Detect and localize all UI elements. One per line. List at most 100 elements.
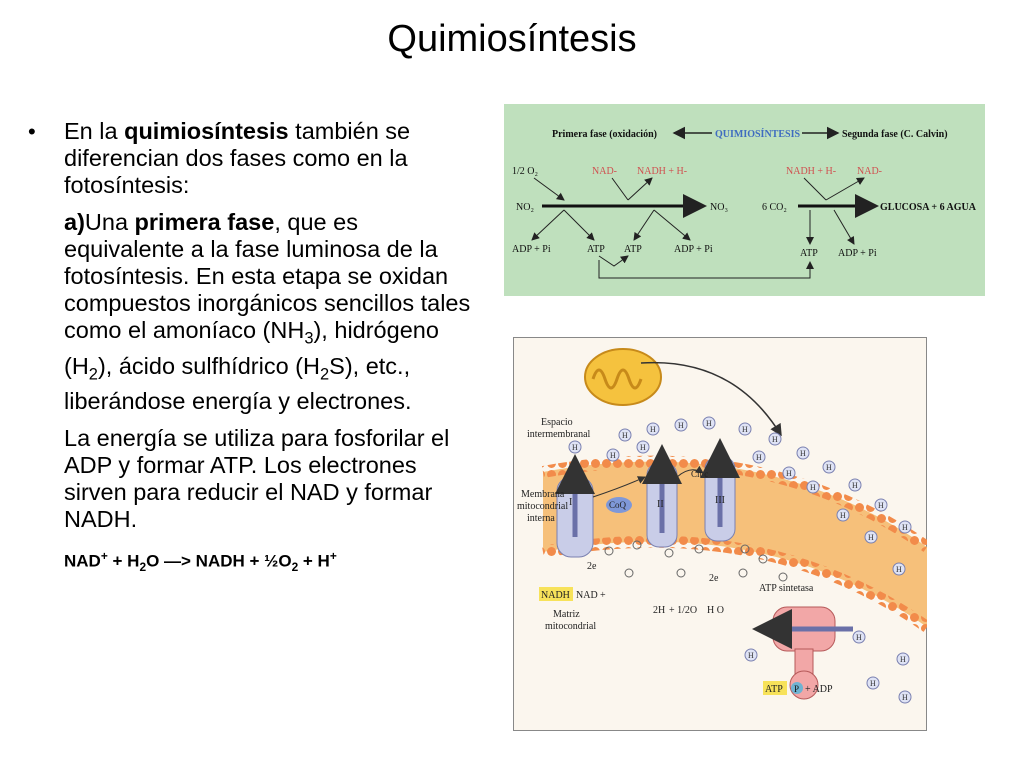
proton-icon <box>752 450 766 464</box>
label-complex-3: III <box>715 495 725 506</box>
superscript: + <box>100 549 108 564</box>
charge-group <box>604 540 788 582</box>
minus-charge-icon <box>632 540 642 550</box>
proton-icon <box>606 448 620 462</box>
proton-label: H <box>868 533 874 542</box>
label-mitocondrial: mitocondrial <box>517 501 568 512</box>
proton-icon <box>864 530 878 544</box>
label-quimiosintesis: QUIMIOSÍNTESIS <box>715 128 800 140</box>
subscript: 2 <box>319 365 330 384</box>
label-matriz-mitocondrial: mitocondrial <box>545 621 596 632</box>
proton-icon <box>896 652 910 666</box>
arrow <box>825 177 865 201</box>
label-co2: 6 CO₂ <box>762 202 787 213</box>
membrane-head-row-top <box>541 455 927 552</box>
arrow <box>833 209 855 245</box>
zoom-arrow <box>640 361 782 437</box>
text-run: + H <box>107 552 140 572</box>
proton-label: H <box>902 523 908 532</box>
proton-label: H <box>742 425 748 434</box>
label-nad-plus: + <box>600 590 606 601</box>
label-interna: interna <box>527 513 555 524</box>
minus-charge-icon <box>694 544 704 554</box>
text-run: + H <box>298 552 330 572</box>
subscript: 2 <box>88 365 98 384</box>
label-half-o: + 1/2O <box>669 605 697 616</box>
cristae-icon <box>591 368 643 390</box>
proton-label: H <box>878 501 884 510</box>
text-run: también se diferencian dos fases como en… <box>64 118 411 198</box>
proton-label: H <box>756 453 762 462</box>
paragraph-3: La energía se utiliza para fosforilar el… <box>64 425 450 533</box>
label-intermembranal: intermembranal <box>527 429 591 440</box>
proton-label: H <box>840 511 846 520</box>
arrow <box>563 209 595 241</box>
subscript: 3 <box>304 329 314 348</box>
label-adp-1: ADP + Pi <box>512 244 551 255</box>
scheme-background <box>504 104 985 296</box>
label-coq: CoQ <box>609 500 627 510</box>
arrow <box>598 255 629 267</box>
proton-label: H <box>572 443 578 452</box>
proton-label: H <box>640 443 646 452</box>
label-membrana: Membrana <box>521 489 565 500</box>
label-2e-2: 2e <box>709 573 719 584</box>
proton-label: H <box>852 481 858 490</box>
proton-label: H <box>800 449 806 458</box>
text-run: , que es equivalente a la fase luminosa … <box>64 209 471 343</box>
phosphate-icon <box>791 682 803 694</box>
label-atp-2: ATP <box>624 244 642 255</box>
proton-label: H <box>870 679 876 688</box>
arrow <box>611 177 629 201</box>
minus-charge-icon <box>664 548 674 558</box>
label-nadh-1: NADH + H- <box>637 166 687 177</box>
text-run: En la <box>64 118 125 144</box>
proton-icon <box>618 428 632 442</box>
proton-icon <box>806 480 820 494</box>
proton-label: H <box>786 469 792 478</box>
proton-label: H <box>826 463 832 472</box>
label-adp: + ADP <box>805 684 833 695</box>
superscript: + <box>329 549 337 564</box>
arrow <box>531 209 565 241</box>
minus-charge-icon <box>738 568 748 578</box>
proton-icon <box>702 416 716 430</box>
proton-icon <box>796 446 810 460</box>
chemosynthesis-scheme: Primera fase (oxidación) QUIMIOSÍNTESIS … <box>504 104 985 296</box>
label-nad-2: NAD- <box>857 166 882 177</box>
proton-icon <box>568 440 582 454</box>
label-nadh-2: NADH + H- <box>786 166 836 177</box>
arrow <box>633 209 655 241</box>
label-nadh: NADH <box>541 590 570 601</box>
proton-icon <box>646 422 660 436</box>
label-atp-sintetasa: ATP sintetasa <box>759 583 814 594</box>
proton-icon <box>674 418 688 432</box>
minus-charge-icon <box>758 554 768 564</box>
nadh-box <box>539 587 573 601</box>
label-atp: ATP <box>765 684 783 695</box>
label-adp-2: ADP + Pi <box>674 244 713 255</box>
label-2e-1: 2e <box>587 561 597 572</box>
text-run: O —> NADH + ½O <box>146 552 292 572</box>
equation: NAD+ + H2O —> NADH + ½O2 + H+ <box>28 543 478 581</box>
arrow-atp-transfer <box>598 260 814 279</box>
coq-icon <box>606 497 632 513</box>
proton-icon <box>782 466 796 480</box>
arrow <box>653 209 691 241</box>
label-matriz: Matriz <box>553 609 580 620</box>
proton-icon <box>852 630 866 644</box>
text-run: ), hidrógeno (H <box>64 317 439 379</box>
text-run-bold: quimiosíntesis <box>124 118 289 144</box>
proton-label: H <box>706 419 712 428</box>
subscript: 2 <box>139 560 147 575</box>
proton-label: H <box>896 565 902 574</box>
proton-label: H <box>856 633 862 642</box>
label-espacio: Espacio <box>541 417 573 428</box>
bullet-icon: • <box>28 119 36 144</box>
label-p: P <box>794 684 799 694</box>
paragraph-1: • En la quimiosíntesis también se difere… <box>28 118 478 199</box>
proton-label: H <box>900 655 906 664</box>
minus-charge-icon <box>740 544 750 554</box>
proton-icon <box>892 562 906 576</box>
subscript: 2 <box>291 560 299 575</box>
